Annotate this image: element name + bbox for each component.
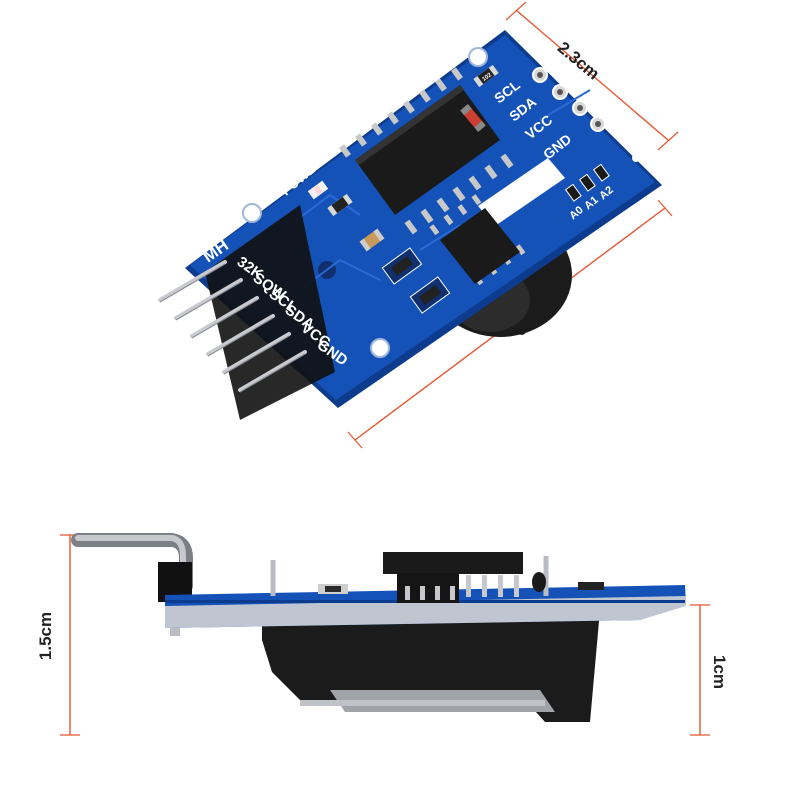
rtc-chip-side — [383, 552, 523, 574]
mounting-hole — [370, 338, 390, 358]
diode — [460, 104, 486, 132]
width-label: 2.3cm — [554, 38, 603, 84]
mounting-hole — [242, 203, 262, 223]
svg-text:102: 102 — [481, 72, 493, 83]
mounting-hole — [632, 154, 640, 162]
resistor-power — [327, 193, 353, 217]
right-header-pads — [532, 67, 606, 132]
side-components — [270, 552, 604, 603]
smd-components: 102 — [307, 64, 610, 314]
rtc-chip — [339, 67, 514, 235]
pcb-side — [165, 585, 686, 628]
header-pins — [158, 205, 335, 420]
top-view: 2.3cm 3.9cm — [158, 1, 679, 449]
height-dimension: 1.5cm — [36, 534, 80, 736]
mounting-hole — [468, 47, 488, 67]
side-view: 1.5cm 1cm — [36, 533, 729, 736]
battery-holder-side — [262, 610, 600, 722]
height-label: 1.5cm — [36, 612, 55, 660]
address-jumpers — [564, 163, 610, 202]
capacitor — [359, 228, 385, 252]
board-height-dimension: 1cm — [690, 604, 729, 736]
resistor-top: 102 — [473, 64, 499, 88]
board-height-label: 1cm — [710, 655, 729, 689]
smd-component-side — [578, 582, 604, 590]
resistor-network — [409, 276, 451, 314]
power-led — [307, 180, 329, 200]
battery-window — [478, 158, 565, 226]
resistor-network — [381, 247, 423, 285]
eeprom-chip — [429, 194, 526, 286]
